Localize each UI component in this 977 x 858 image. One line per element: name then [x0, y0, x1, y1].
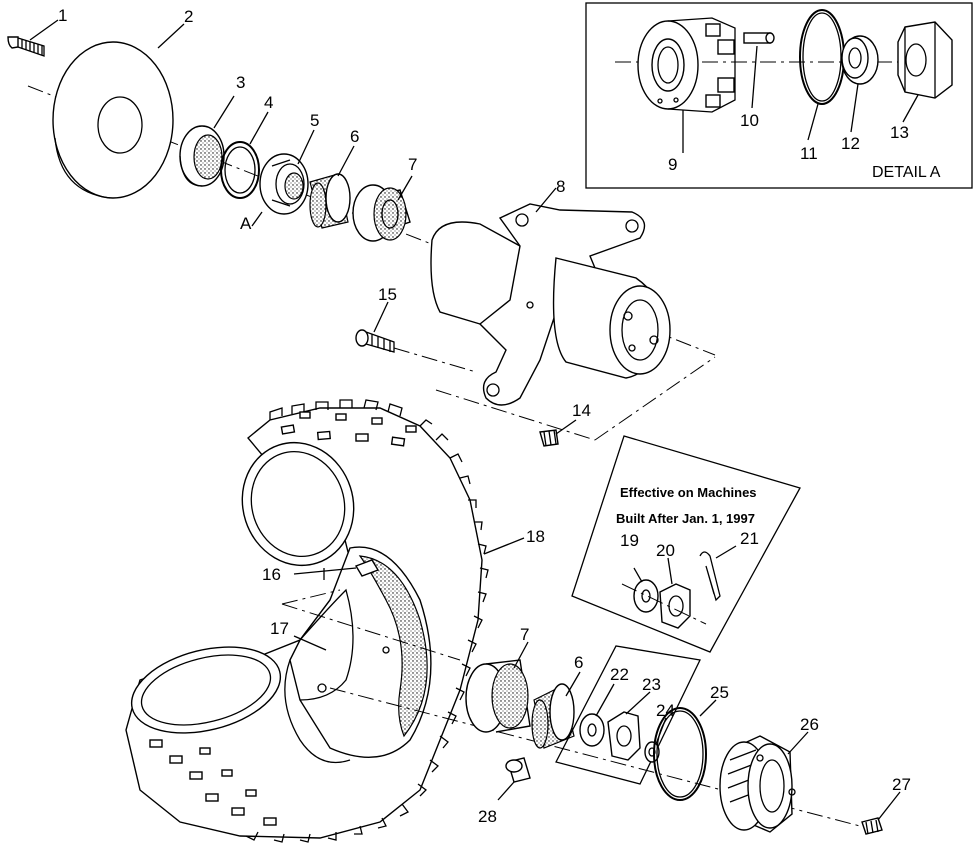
tire-wheel-assembly: 18 17 16 — [125, 399, 861, 843]
part-19-washer — [633, 567, 659, 613]
label-7-lower: 7 — [520, 625, 529, 644]
label-12: 12 — [841, 134, 860, 153]
part-26-hubcap — [719, 731, 809, 833]
label-4: 4 — [264, 93, 273, 112]
part-11-ring — [799, 9, 845, 105]
lower-hub-parts: 7 6 22 23 24 — [465, 625, 911, 835]
part-5-hub — [251, 129, 315, 227]
note-line-1: Effective on Machines — [620, 485, 757, 500]
detail-a-title: DETAIL A — [872, 164, 941, 181]
label-27: 27 — [892, 775, 911, 794]
label-9: 9 — [668, 155, 677, 174]
label-28: 28 — [478, 807, 497, 826]
note-box: Effective on Machines Built After Jan. 1… — [571, 435, 801, 653]
label-5: 5 — [310, 111, 319, 130]
part-7-race — [352, 175, 413, 242]
label-23: 23 — [642, 675, 661, 694]
label-18: 18 — [526, 527, 545, 546]
label-16: 16 — [262, 565, 281, 584]
label-17: 17 — [270, 619, 289, 638]
label-a: A — [240, 214, 252, 233]
label-14: 14 — [572, 401, 591, 420]
part-27-screw — [861, 791, 901, 835]
detail-a-box: 9 10 11 12 13 DETAIL A — [585, 2, 973, 189]
part-2-disc — [52, 23, 185, 199]
part-9-hub — [637, 17, 736, 113]
part-16-valve-stem — [293, 559, 380, 580]
label-8: 8 — [556, 177, 565, 196]
label-10: 10 — [740, 111, 759, 130]
label-15: 15 — [378, 285, 397, 304]
label-7: 7 — [408, 155, 417, 174]
label-6: 6 — [350, 127, 359, 146]
part-1-screw — [7, 19, 59, 57]
label-11: 11 — [800, 144, 818, 163]
part-13-nut — [897, 21, 953, 99]
part-20-castle-nut — [659, 557, 691, 629]
note-line-2: Built After Jan. 1, 1997 — [616, 511, 755, 526]
part-21-cotter-pin — [699, 545, 737, 602]
label-13: 13 — [890, 123, 909, 142]
label-2: 2 — [184, 7, 193, 26]
label-6-lower: 6 — [574, 653, 583, 672]
part-6-bearing — [309, 145, 355, 229]
label-19: 19 — [620, 531, 639, 550]
part-28-plug — [497, 757, 531, 801]
label-26: 26 — [800, 715, 819, 734]
label-3: 3 — [236, 73, 245, 92]
label-1: 1 — [58, 6, 67, 25]
label-22: 22 — [610, 665, 629, 684]
part-25-oring — [653, 699, 717, 801]
part-7-race-lower — [465, 641, 531, 733]
part-4-ring — [220, 111, 269, 199]
label-20: 20 — [656, 541, 675, 560]
part-10-pin — [743, 32, 775, 44]
parts-22-24-box — [555, 645, 701, 785]
part-3-seal — [179, 95, 235, 187]
label-21: 21 — [740, 529, 759, 548]
part-8-spindle — [430, 187, 671, 406]
part-6-bearing-lower — [531, 671, 581, 749]
part-14-setscrew — [539, 419, 577, 447]
part-12-bushing — [841, 35, 879, 85]
part-15-bolt — [355, 301, 395, 353]
upper-assembly: 1 2 3 4 — [7, 6, 716, 447]
label-25: 25 — [710, 683, 729, 702]
